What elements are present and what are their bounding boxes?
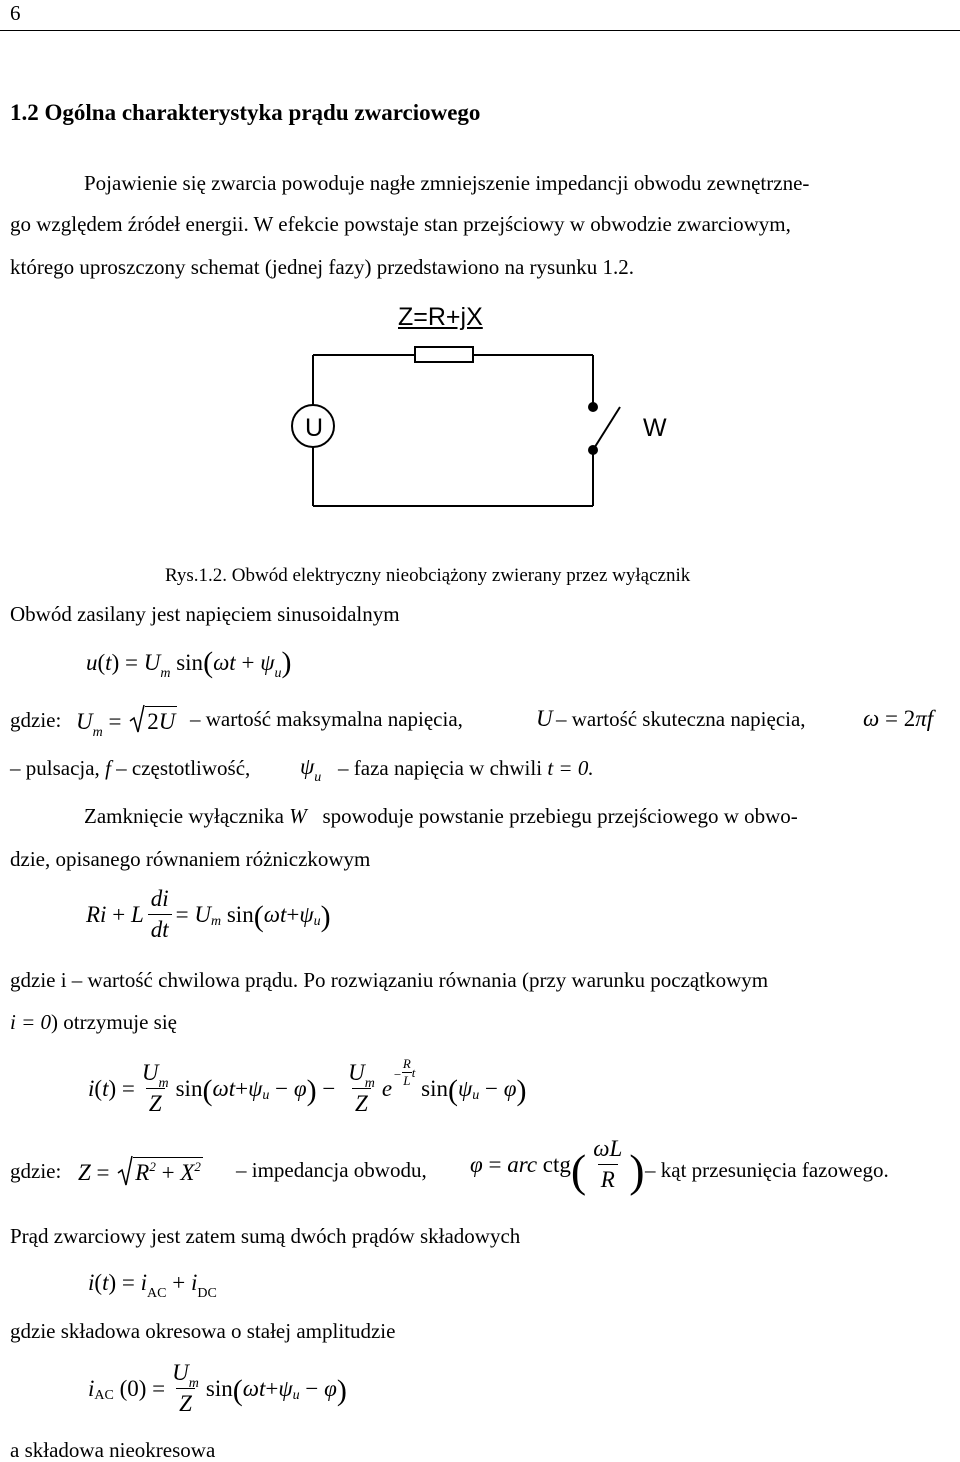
text-wartosc-maks: – wartość maksymalna napięcia, [190, 707, 463, 731]
section-heading: 1.2 Ogólna charakterystyka prądu zwarcio… [10, 100, 481, 125]
paragraph-6: gdzie składowa okresowa o stałej amplitu… [10, 1319, 396, 1343]
header-rule [0, 30, 960, 31]
formula-um: Um = 2U [76, 704, 178, 740]
text-kat-value: kąt przesunięcia fazowego. [660, 1158, 889, 1182]
switch-label: W [643, 414, 667, 442]
text-pulsacja-line: – pulsacja, f – częstotliwość, [10, 756, 251, 780]
paragraph-4-line-2: i = 0) otrzymuje się [10, 1010, 177, 1034]
figure-caption: Rys.1.2. Obwód elektryczny nieobciążony … [165, 565, 691, 586]
circuit-diagram [291, 346, 621, 507]
paragraph-3-part-b: spowoduje powstanie przebiegu przejściow… [322, 804, 798, 828]
paragraph-2: Obwód zasilany jest napięciem sinusoidal… [10, 602, 400, 626]
gdzie-label-2: gdzie: [10, 1159, 62, 1183]
paragraph-3-part-a: Zamknięcie wyłącznika [84, 804, 284, 828]
paragraph-1-line-3: którego uproszczony schemat (jednej fazy… [10, 255, 634, 279]
paragraph-4-line-1: gdzie i – wartość chwilowa prądu. Po roz… [10, 968, 769, 992]
text-pulsacja: pulsacja, [25, 756, 100, 780]
impedance-label-text: Z=R+jX [398, 303, 483, 331]
impedance-label: Z=R+jX [398, 303, 483, 332]
equation-sum: i(t) = iAC + iDC [88, 1270, 217, 1301]
paragraph-1-line-2: go względem źródeł energii. W efekcie po… [10, 212, 791, 236]
text-faza: – faza napięcia w chwili t = 0. [338, 756, 594, 780]
formula-omega: ω = 2πf [863, 706, 934, 731]
symbol-psi-u: ψu [300, 754, 322, 785]
text-czestotliwosc: częstotliwość, [131, 756, 251, 780]
paragraph-7: a składowa nieokresowa [10, 1438, 216, 1462]
formula-z: Z = R2 + X2 [78, 1155, 203, 1186]
resistor-symbol [414, 346, 474, 363]
text-wartosc-skut-value: wartość skuteczna napięcia, [571, 707, 806, 731]
text-impedancja-value: impedancja obwodu, [251, 1158, 427, 1182]
symbol-u: U [536, 706, 553, 731]
text-wartosc-skut: – wartość skuteczna napięcia, [556, 707, 806, 731]
paragraph-3-line-1: Zamknięcie wyłącznika W spowoduje powsta… [84, 804, 798, 828]
paragraph-1-line-1: Pojawienie się zwarcia powoduje nagłe zm… [84, 171, 810, 195]
page-number: 6 [10, 1, 21, 25]
text-faza-value: faza napięcia w chwili [353, 756, 543, 780]
text-wartosc-maks-value: wartość maksymalna napięcia, [205, 707, 463, 731]
gdzie-label-1: gdzie: [10, 708, 62, 732]
equation-voltage: u(t) = Um sin(ωt + ψu) [86, 646, 292, 681]
paragraph-5: Prąd zwarciowy jest zatem sumą dwóch prą… [10, 1224, 521, 1248]
paragraph-3-line-2: dzie, opisanego równaniem różniczkowym [10, 847, 371, 871]
text-impedancja: – impedancja obwodu, [236, 1158, 427, 1182]
paragraph-4-line-2-text: ) otrzymuje się [51, 1010, 177, 1034]
text-kat: – kąt przesunięcia fazowego. [645, 1158, 889, 1182]
source-label: U [304, 414, 324, 442]
switch-blade [592, 406, 621, 451]
